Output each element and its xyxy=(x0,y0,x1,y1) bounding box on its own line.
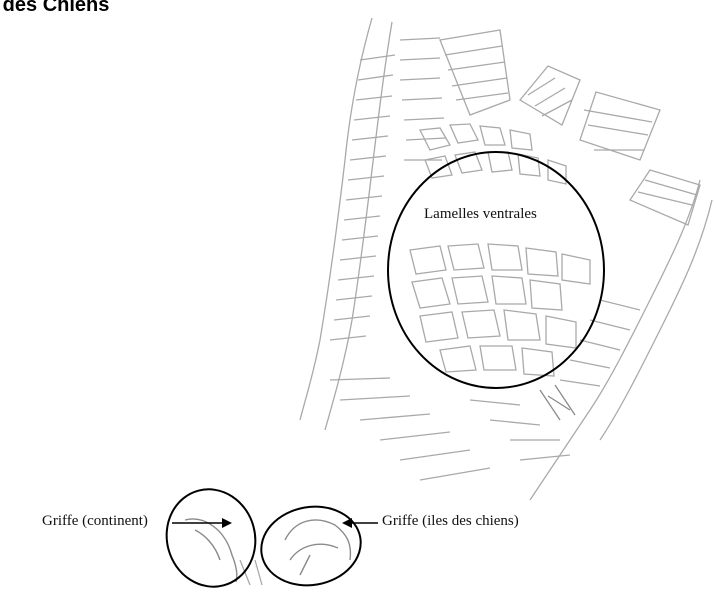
arrow-continent-head xyxy=(222,518,232,528)
claw-continent-circle xyxy=(156,479,266,592)
page-title: s des Chiens xyxy=(0,0,109,17)
toe-1 xyxy=(440,30,510,115)
foot-right-contour xyxy=(530,180,700,500)
toe-4 xyxy=(630,170,700,225)
foot-left-contour-2 xyxy=(325,22,392,430)
toe-sketch xyxy=(240,18,712,585)
arrow-iles-head xyxy=(342,518,352,528)
annotation-arrows xyxy=(172,518,378,528)
toe-2 xyxy=(520,66,580,125)
label-griffe-continent: Griffe (continent) xyxy=(42,513,148,530)
foot-right-contour-2 xyxy=(600,200,712,440)
label-griffe-iles: Griffe (iles des chiens) xyxy=(382,513,519,530)
label-lamelles-ventrales: Lamelles ventrales xyxy=(424,206,537,223)
foot-left-contour xyxy=(300,18,372,420)
claw-continent-sketch xyxy=(185,519,237,582)
claw-iles-sketch xyxy=(285,520,350,575)
